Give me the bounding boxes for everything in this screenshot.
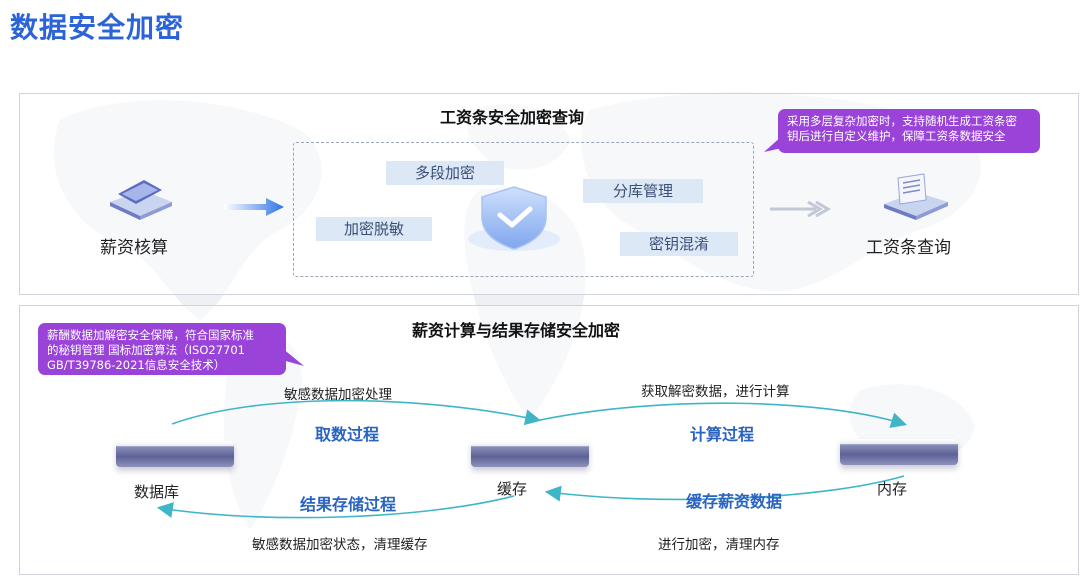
tag-encryption-desensitize: 加密脱敏: [316, 217, 432, 241]
encrypted-state-desc: 敏感数据加密状态，清理缓存: [252, 537, 428, 553]
tag-key-obfuscation: 密钥混淆: [620, 232, 738, 256]
page-title: 数据安全加密: [10, 11, 185, 44]
callout-line: 薪酬数据加解密安全保障，符合国家标准: [47, 328, 254, 342]
store-result-process-label: 结果存储过程: [300, 495, 397, 514]
payroll-computer-icon: [110, 180, 172, 220]
encrypt-sensitive-desc: 敏感数据加密处理: [284, 387, 392, 403]
database-node-label: 数据库: [134, 483, 180, 501]
callout-pointer: [282, 348, 304, 366]
cache-salary-process-label: 缓存薪资数据: [686, 492, 783, 511]
callout-pointer: [764, 136, 782, 152]
callout-line: GB/T39786-2021信息安全技术）: [47, 358, 226, 372]
arrow-memory-to-cache: [544, 475, 905, 502]
encrypt-clear-memory-desc: 进行加密，清理内存: [658, 537, 780, 553]
callout-line: 采用多层复杂加密时，支持随机生成工资条密: [787, 114, 1017, 128]
arrow-cache-to-db: [156, 495, 515, 519]
standards-compliance-callout: 薪酬数据加解密安全保障，符合国家标准 的秘钥管理 国标加密算法（ISO27701…: [38, 323, 286, 375]
cache-disk-icon: [471, 441, 589, 467]
database-disk-icon: [116, 441, 234, 467]
arrow-cache-to-memory: [539, 402, 908, 428]
tag-sharding-management: 分库管理: [583, 179, 703, 203]
callout-line: 钥后进行自定义维护，保障工资条数据安全: [787, 129, 1006, 143]
payslip-encryption-callout: 采用多层复杂加密时，支持随机生成工资条密 钥后进行自定义维护，保障工资条数据安全: [778, 109, 1040, 153]
double-arrow-icon: [770, 200, 831, 218]
arrow-db-to-cache: [171, 399, 542, 426]
payslip-document-icon: [884, 173, 948, 220]
right-arrow-icon: [224, 198, 284, 216]
payroll-node-label: 薪资核算: [100, 238, 168, 258]
payslip-query-node-label: 工资条查询: [866, 238, 951, 258]
callout-line: 的秘钥管理 国标加密算法（ISO27701: [47, 343, 245, 357]
compute-process-label: 计算过程: [690, 425, 755, 444]
payslip-panel-title: 工资条安全加密查询: [440, 108, 585, 127]
encryption-methods-box: [293, 142, 754, 277]
memory-disk-icon: [840, 439, 958, 465]
cache-node-label: 缓存: [497, 480, 528, 498]
memory-node-label: 内存: [877, 480, 908, 498]
salary-storage-panel-title: 薪资计算与结果存储安全加密: [412, 321, 621, 340]
fetch-process-label: 取数过程: [315, 425, 380, 444]
tag-multi-stage-encryption: 多段加密: [386, 161, 504, 185]
decrypt-compute-desc: 获取解密数据，进行计算: [641, 384, 790, 400]
shield-icon: [468, 186, 560, 251]
